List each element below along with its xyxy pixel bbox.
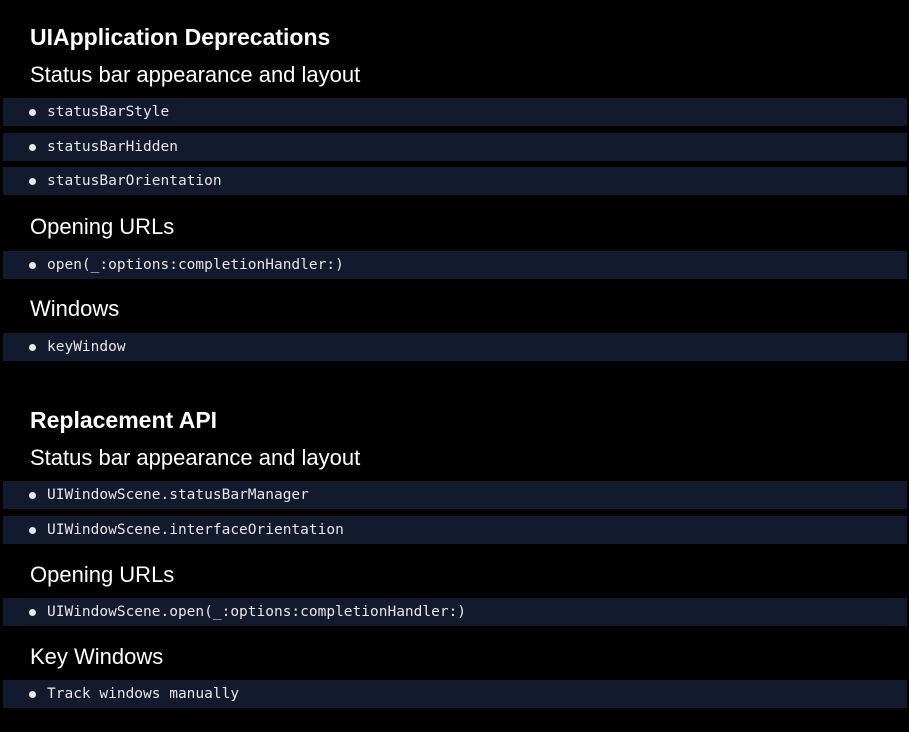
api-name: statusBarHidden: [47, 139, 178, 155]
list-item: UIWindowScene.open(_:options:completionH…: [3, 598, 907, 626]
api-name: UIWindowScene.statusBarManager: [47, 487, 309, 503]
replacement-group-key-windows-heading: Key Windows: [30, 644, 164, 669]
api-name: Track windows manually: [47, 686, 240, 702]
list-item: open(_:options:completionHandler:): [3, 251, 907, 279]
bullet-icon: [29, 690, 36, 698]
bullet-icon: [29, 261, 36, 269]
list-item: Track windows manually: [3, 680, 907, 708]
bullet-icon: [29, 177, 36, 185]
deprecations-group-status-bar-heading: Status bar appearance and layout: [30, 62, 361, 87]
deprecations-group-opening-urls-heading: Opening URLs: [30, 214, 175, 239]
api-name: keyWindow: [47, 339, 126, 355]
api-name: UIWindowScene.open(_:options:completionH…: [47, 604, 467, 620]
list-item: keyWindow: [3, 333, 907, 361]
bullet-icon: [29, 108, 36, 116]
bullet-icon: [29, 343, 36, 351]
bullet-icon: [29, 526, 36, 534]
deprecations-title: UIApplication Deprecations: [30, 24, 331, 50]
list-item: statusBarOrientation: [3, 167, 907, 195]
list-item: UIWindowScene.statusBarManager: [3, 481, 907, 509]
api-name: UIWindowScene.interfaceOrientation: [47, 522, 344, 538]
list-item: statusBarStyle: [3, 98, 907, 126]
replacement-group-opening-urls-heading: Opening URLs: [30, 562, 175, 587]
bullet-icon: [29, 608, 36, 616]
list-item: statusBarHidden: [3, 133, 907, 161]
list-item: UIWindowScene.interfaceOrientation: [3, 516, 907, 544]
replacement-group-status-bar-heading: Status bar appearance and layout: [30, 445, 361, 470]
bullet-icon: [29, 143, 36, 151]
bullet-icon: [29, 491, 36, 499]
api-name: open(_:options:completionHandler:): [47, 257, 344, 273]
deprecations-group-windows-heading: Windows: [30, 296, 120, 321]
api-name: statusBarOrientation: [47, 173, 222, 189]
replacement-title: Replacement API: [30, 407, 218, 433]
api-name: statusBarStyle: [47, 104, 170, 120]
